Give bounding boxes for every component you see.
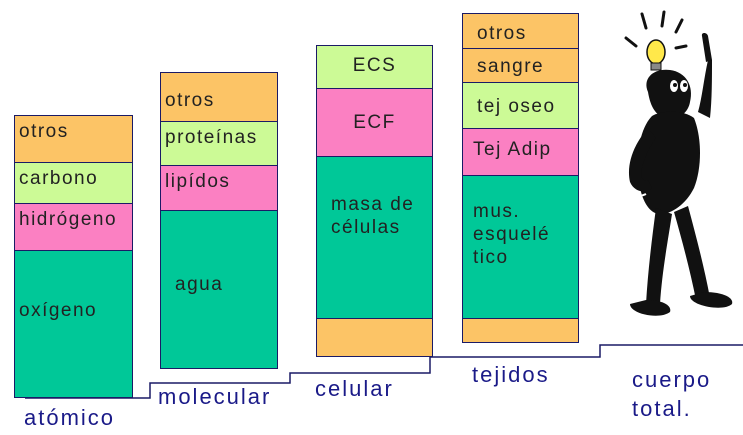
segment-proteinas: proteínas [161, 121, 277, 165]
segment-tej-adip: Tej Adip [463, 128, 578, 175]
segment-carbono: carbono [15, 162, 132, 203]
segment-oxigeno: oxígeno [15, 250, 132, 397]
staircase-line [25, 344, 743, 399]
level-label-molecular: molecular [158, 384, 272, 409]
column-cellular: ECS ECF masa de células [316, 45, 433, 357]
segment-masa-de-celulas: masa de células [317, 156, 432, 318]
segment-agua: agua [161, 210, 277, 368]
level-label-atomic: atómico [24, 405, 116, 430]
segment-lipidos: lipídos [161, 165, 277, 210]
column-tissue: otros sangre tej oseo Tej Adip mus. esqu… [462, 13, 579, 343]
segment-hidrogeno: hidrógeno [15, 203, 132, 250]
segment-tej-oseo: tej oseo [463, 82, 578, 128]
segment-otros: otros [15, 116, 132, 162]
level-label-whole-body: cuerpo total. [632, 367, 712, 421]
column-atomic: otros carbono hidrógeno oxígeno [14, 115, 133, 398]
level-label-tissue: tejidos [472, 362, 550, 387]
segment-otros: otros [161, 73, 277, 121]
column-molecular: otros proteínas lipídos agua [160, 72, 278, 369]
segment-ecs: ECS [317, 46, 432, 88]
segment-musculo-esqueletico: mus. esquelé tico [463, 175, 578, 318]
segment-sangre: sangre [463, 48, 578, 82]
segment-unlabeled-base [463, 318, 578, 342]
segment-otros: otros [463, 14, 578, 48]
segment-ecf: ECF [317, 88, 432, 156]
thinking-person-lightbulb-icon [624, 10, 733, 316]
level-label-cellular: celular [315, 376, 394, 401]
segment-unlabeled-base [317, 318, 432, 356]
